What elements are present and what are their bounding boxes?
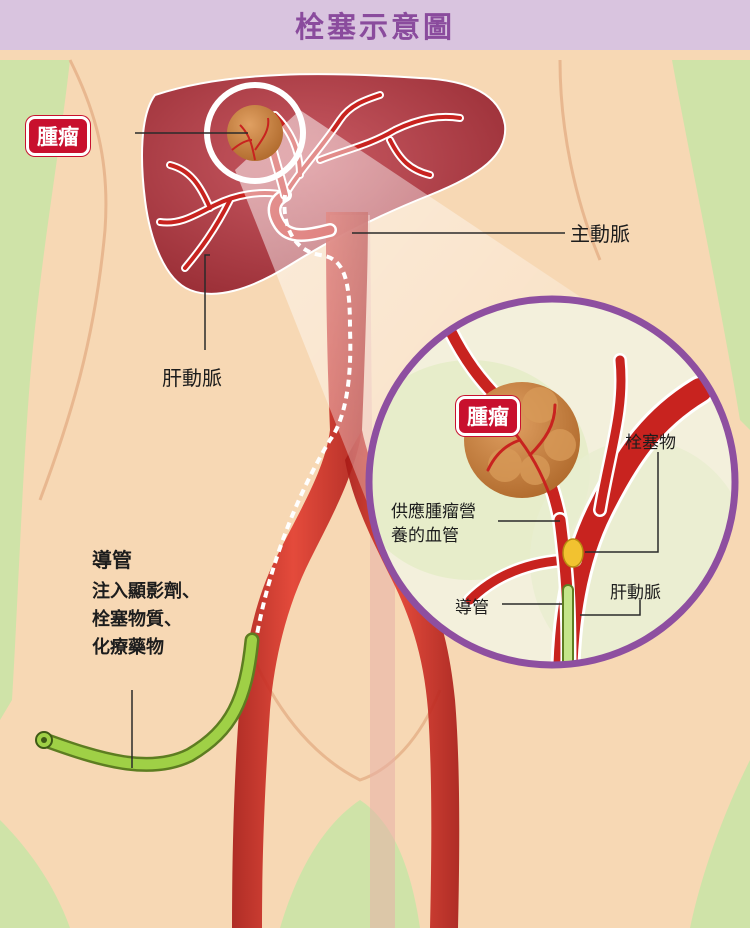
catheter-desc-line-1: 注入顯影劑、 xyxy=(92,581,200,602)
catheter-label: 導管 xyxy=(92,548,132,572)
tumor-badge: 腫瘤 xyxy=(26,116,90,156)
feeding-vessel-label-1: 供應腫瘤營 xyxy=(391,502,476,522)
feeding-vessel-label-2: 養的血管 xyxy=(391,526,459,546)
hepatic-artery-label: 肝動脈 xyxy=(162,366,222,390)
title-bar: 栓塞示意圖 xyxy=(0,0,750,50)
catheter-desc-line-2: 栓塞物質、 xyxy=(92,609,182,630)
inset-tumor-badge: 腫瘤 xyxy=(456,396,520,436)
inset-hepatic-artery-label: 肝動脈 xyxy=(610,583,661,603)
inset-catheter-label: 導管 xyxy=(455,598,489,618)
embolus-label: 栓塞物 xyxy=(625,433,676,453)
diagram-title: 栓塞示意圖 xyxy=(294,10,455,44)
catheter-desc-line-3: 化療藥物 xyxy=(92,637,164,658)
aorta-label: 主動脈 xyxy=(570,222,630,246)
